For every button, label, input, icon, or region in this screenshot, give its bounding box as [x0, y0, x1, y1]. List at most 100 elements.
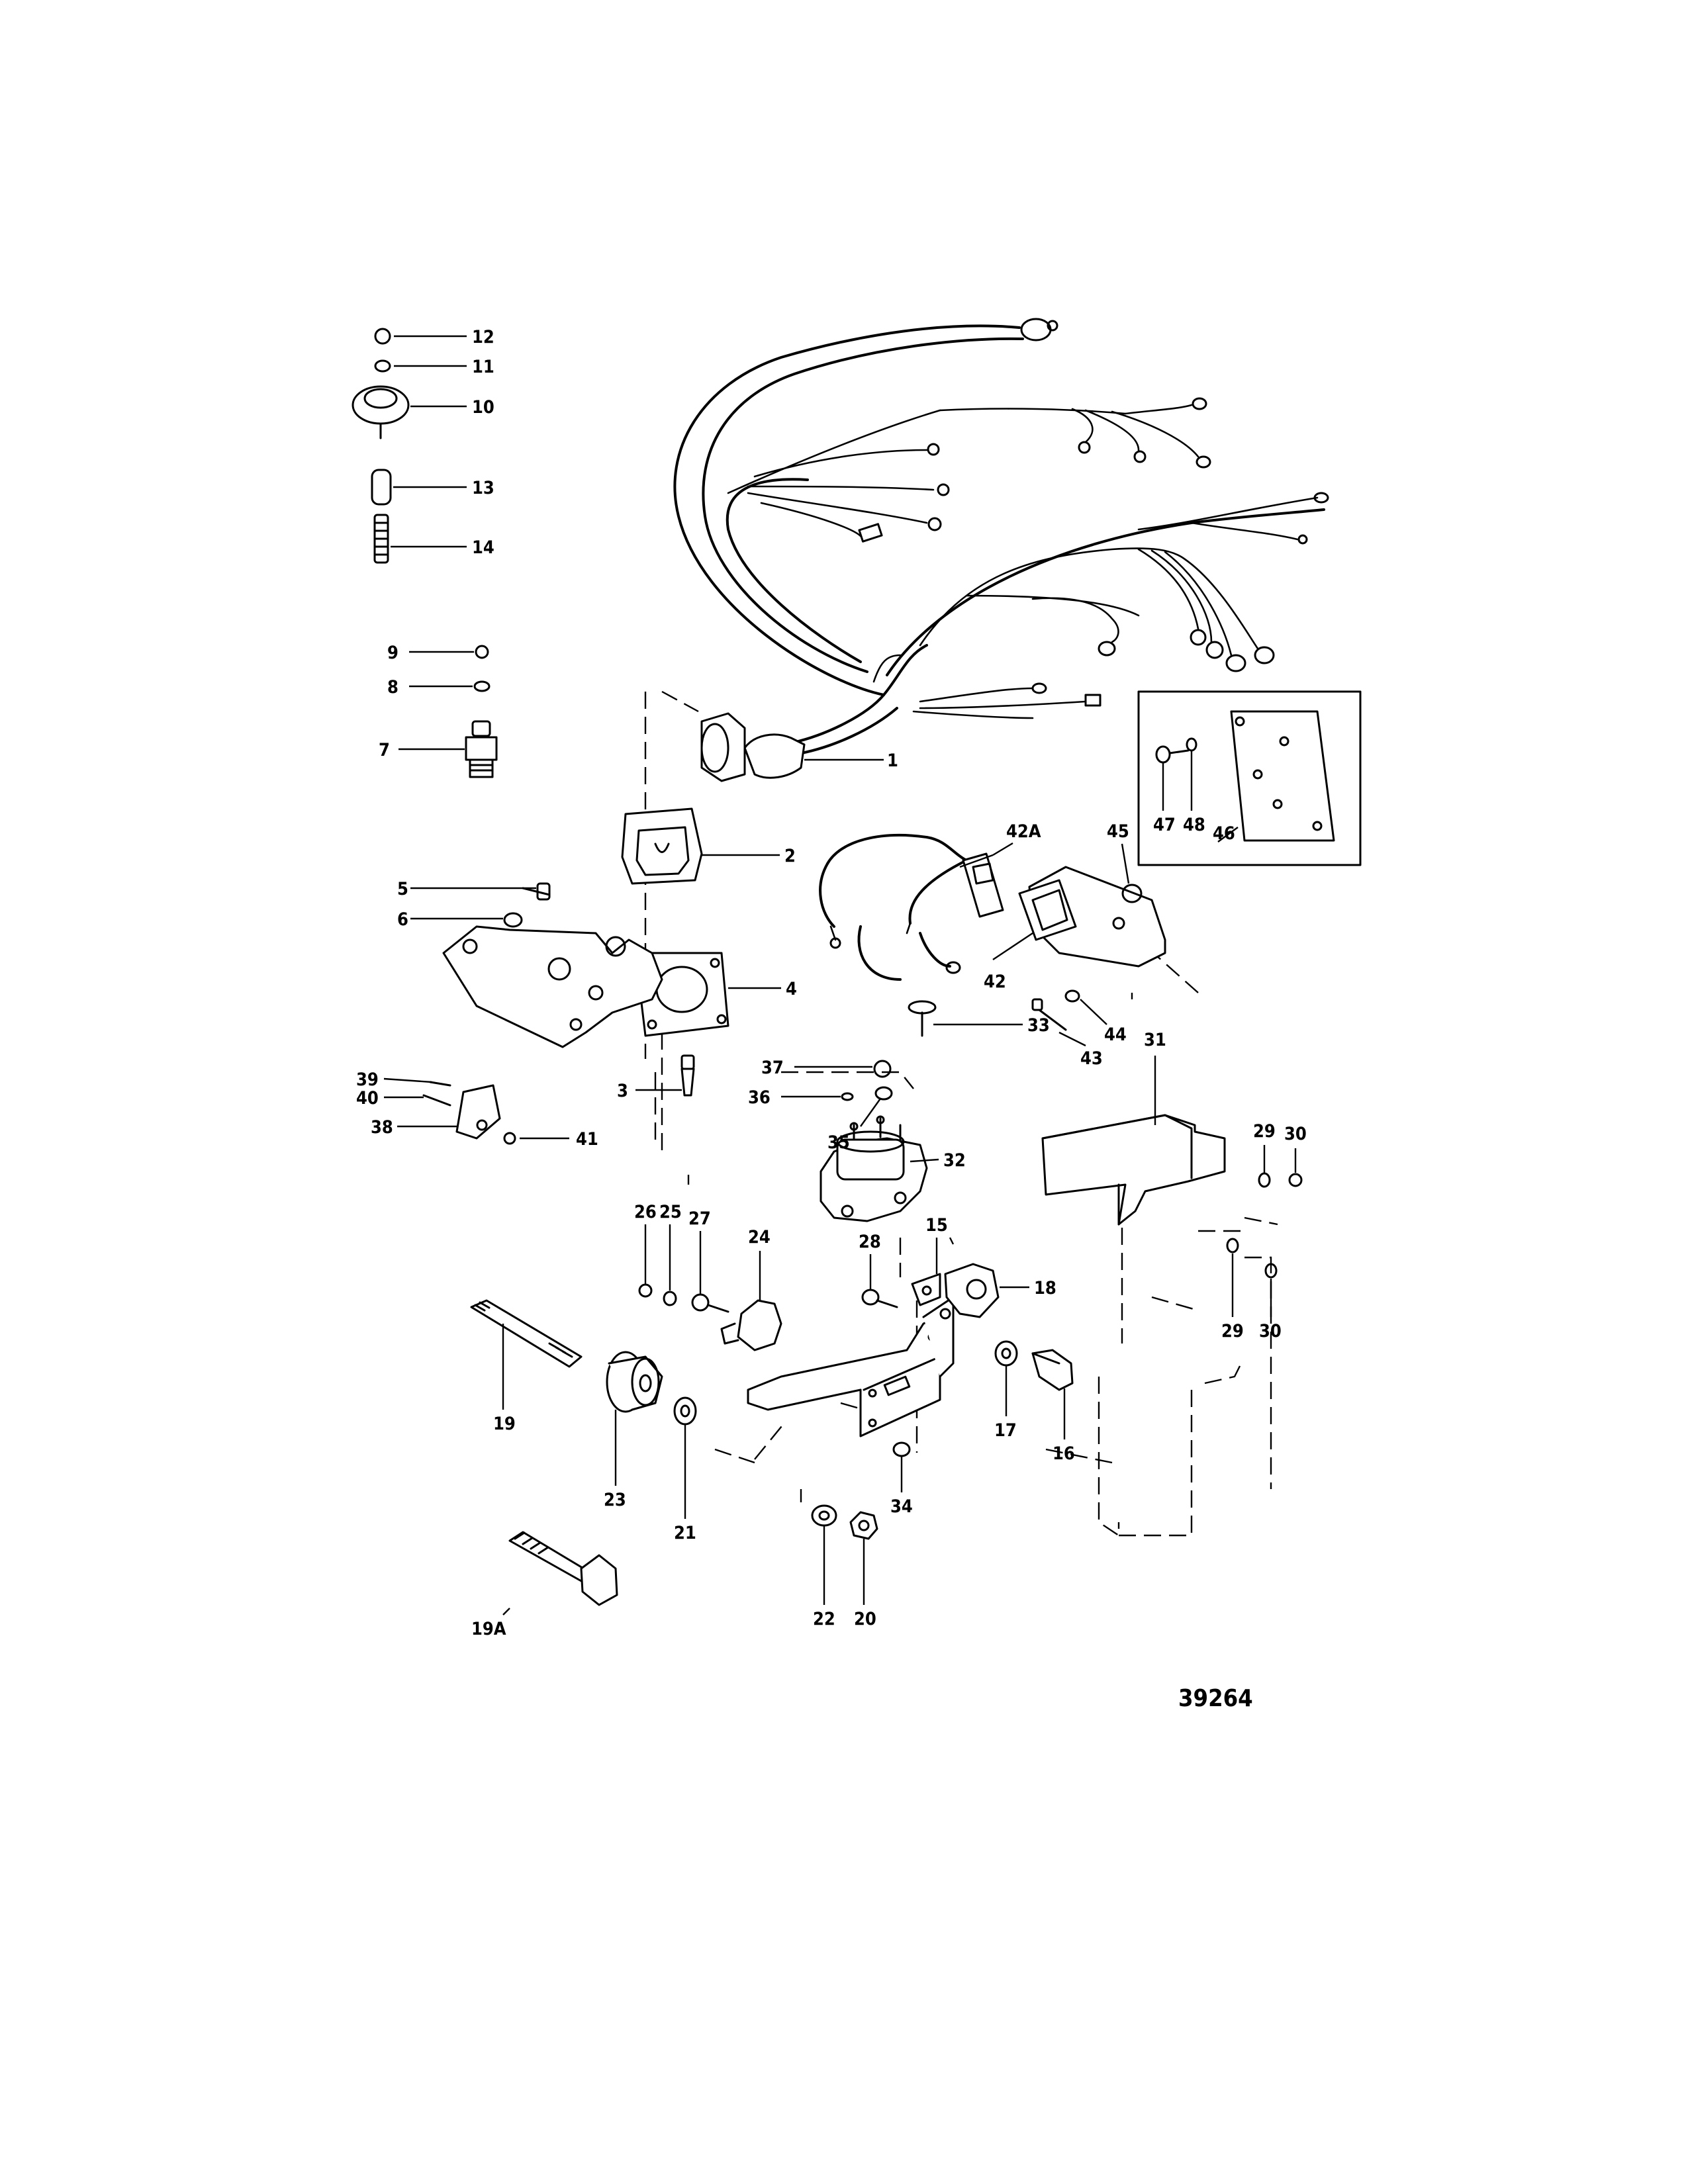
- part-19A-bolt: [502, 1531, 618, 1615]
- part-38-clamp: [397, 1084, 501, 1140]
- part-37-nut: [794, 1060, 892, 1078]
- callout-32: 32: [943, 1150, 966, 1171]
- callout-29-lower: 29: [1221, 1321, 1244, 1342]
- callout-43: 43: [1080, 1048, 1103, 1069]
- part-11-washer: [374, 359, 467, 373]
- part-8-washer: [409, 680, 491, 692]
- part-21-washer: [673, 1396, 697, 1519]
- callout-40: 40: [356, 1088, 379, 1109]
- callout-17: 17: [994, 1420, 1017, 1441]
- callout-33: 33: [1027, 1015, 1050, 1036]
- part-5-screw: [410, 882, 551, 901]
- part-24-isolator: [720, 1251, 782, 1351]
- callout-44: 44: [1104, 1024, 1127, 1045]
- part-25-washer: [663, 1224, 677, 1306]
- callout-30-upper: 30: [1284, 1124, 1307, 1144]
- callout-8: 8: [387, 677, 399, 698]
- callout-21: 21: [674, 1523, 696, 1543]
- callout-5: 5: [397, 879, 408, 899]
- part-15-clip: [911, 1238, 941, 1306]
- callout-41: 41: [576, 1129, 598, 1150]
- part-45-nut: [1121, 843, 1143, 903]
- lower-bracket: [747, 1296, 955, 1437]
- part-30-screw-lower: [1264, 1263, 1278, 1317]
- callout-24: 24: [748, 1227, 771, 1248]
- part-18-clamp: [944, 1263, 1029, 1318]
- callout-19: 19: [493, 1414, 516, 1434]
- callout-45: 45: [1107, 821, 1129, 842]
- callout-10: 10: [472, 397, 494, 418]
- part-6-washer: [410, 912, 523, 928]
- part-2-grommet: [621, 807, 780, 885]
- callout-7: 7: [379, 740, 390, 760]
- callout-25: 25: [659, 1202, 682, 1222]
- part-22-washer: [811, 1504, 837, 1605]
- callout-42: 42: [984, 972, 1006, 992]
- callout-34: 34: [890, 1496, 913, 1517]
- callout-36: 36: [748, 1087, 771, 1108]
- part-48-washer: [1186, 737, 1197, 811]
- figure-number: 39264: [1178, 1685, 1253, 1712]
- callout-46: 46: [1213, 823, 1235, 844]
- part-29-nut-lower: [1226, 1238, 1239, 1317]
- callout-4: 4: [786, 979, 797, 999]
- callout-22: 22: [813, 1609, 835, 1629]
- callout-31: 31: [1144, 1030, 1166, 1050]
- part-44-washer: [1064, 989, 1107, 1025]
- callout-labels: 12 11 10 13 14 9 8 7 1 5 6 2 4 3 42A 42 …: [356, 327, 1307, 1639]
- callout-13: 13: [472, 478, 494, 498]
- callout-2: 2: [784, 846, 796, 866]
- callout-39: 39: [356, 1069, 379, 1090]
- part-31-cover: [1041, 1056, 1226, 1226]
- part-43-screw: [1031, 998, 1086, 1047]
- callout-20: 20: [854, 1609, 876, 1629]
- callout-1: 1: [887, 751, 898, 771]
- part-12-nut: [374, 328, 467, 345]
- part-39-screw: [383, 1077, 451, 1087]
- part-16-bolt: [1031, 1349, 1074, 1439]
- callout-3: 3: [617, 1081, 628, 1101]
- callout-14: 14: [472, 537, 494, 558]
- callout-12: 12: [472, 327, 494, 347]
- part-17-washer: [994, 1340, 1018, 1416]
- callout-23: 23: [604, 1490, 626, 1510]
- part-42A-harness: [819, 833, 1013, 981]
- part-3-screw: [635, 1054, 695, 1097]
- callout-9: 9: [387, 643, 399, 663]
- part-30-screw-upper: [1288, 1148, 1303, 1187]
- part-9-nut: [409, 645, 489, 659]
- part-20-nut: [849, 1511, 878, 1605]
- part-28-screw: [861, 1254, 898, 1308]
- part-33-screw: [908, 1000, 1023, 1037]
- callout-27: 27: [688, 1208, 711, 1229]
- callout-15: 15: [925, 1215, 948, 1236]
- callout-11: 11: [472, 357, 494, 377]
- part-41-nut: [503, 1132, 569, 1145]
- callout-16: 16: [1053, 1443, 1075, 1464]
- callout-6: 6: [397, 909, 408, 930]
- part-7-temperature-switch: [399, 720, 498, 778]
- part-35-washer: [860, 1086, 893, 1127]
- callout-38: 38: [371, 1117, 393, 1138]
- part-40-screw: [384, 1094, 451, 1107]
- callout-29-upper: 29: [1253, 1121, 1276, 1142]
- callout-18: 18: [1034, 1278, 1056, 1298]
- part-10-sender: [352, 385, 467, 439]
- part-26-nut: [638, 1224, 653, 1298]
- callout-37: 37: [761, 1058, 784, 1078]
- part-19-stud: [470, 1299, 583, 1410]
- callout-30-lower: 30: [1259, 1321, 1282, 1342]
- part-13-sleeve: [371, 469, 467, 506]
- part-47-screw: [1155, 745, 1190, 811]
- part-34-nut: [892, 1441, 911, 1492]
- inset-box: [1137, 690, 1362, 866]
- part-23-spacer: [606, 1351, 663, 1486]
- part-1-wiring-harness: [673, 318, 1329, 782]
- part-32-solenoid: [820, 1115, 939, 1222]
- part-27-screw: [691, 1231, 729, 1313]
- callout-47: 47: [1153, 815, 1176, 835]
- part-29-nut-upper: [1258, 1145, 1271, 1188]
- mounting-bracket-plate: [442, 925, 663, 1048]
- callout-19A: 19A: [471, 1619, 506, 1639]
